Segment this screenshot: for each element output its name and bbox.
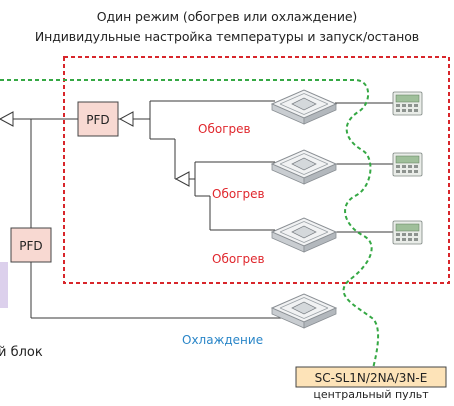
pfd-box-top (77, 101, 119, 137)
outdoor-unit-edge (0, 262, 8, 308)
central-controller-box (295, 366, 447, 388)
remote-controller-1 (392, 91, 423, 116)
outdoor-unit-label: й блок (0, 345, 43, 360)
indoor-unit-1 (271, 89, 337, 125)
central-controller-model: SC-SL1N/2NA/3N-E (315, 371, 428, 385)
indoor-unit-2 (271, 149, 337, 185)
unit-2-mode-label: Обогрев (212, 187, 265, 201)
pfd-box-left (10, 227, 52, 263)
unit-4-mode-label: Охлаждение (182, 333, 263, 347)
branch-joints (0, 111, 190, 187)
caption-individual-control: Индивидульные настройка температуры и за… (34, 29, 420, 44)
central-controller-label: центральный пульт (313, 388, 429, 401)
indoor-unit-4 (271, 293, 337, 329)
pfd-left-label: PFD (19, 239, 42, 253)
signal-line (0, 79, 379, 373)
unit-3-mode-label: Обогрев (212, 252, 265, 266)
indoor-unit-3 (271, 217, 337, 253)
joint-pfd-top (118, 111, 134, 127)
joint-left (0, 111, 14, 127)
pfd-top-label: PFD (86, 113, 109, 127)
remote-controller-3 (392, 220, 423, 245)
joint-lower (174, 171, 190, 187)
unit-1-mode-label: Обогрев (198, 122, 251, 136)
remote-controller-2 (392, 152, 423, 177)
caption-mode: Один режим (обогрев или охлаждение) (96, 9, 358, 24)
refrigerant-piping (11, 100, 393, 319)
group-boundary (63, 56, 450, 284)
